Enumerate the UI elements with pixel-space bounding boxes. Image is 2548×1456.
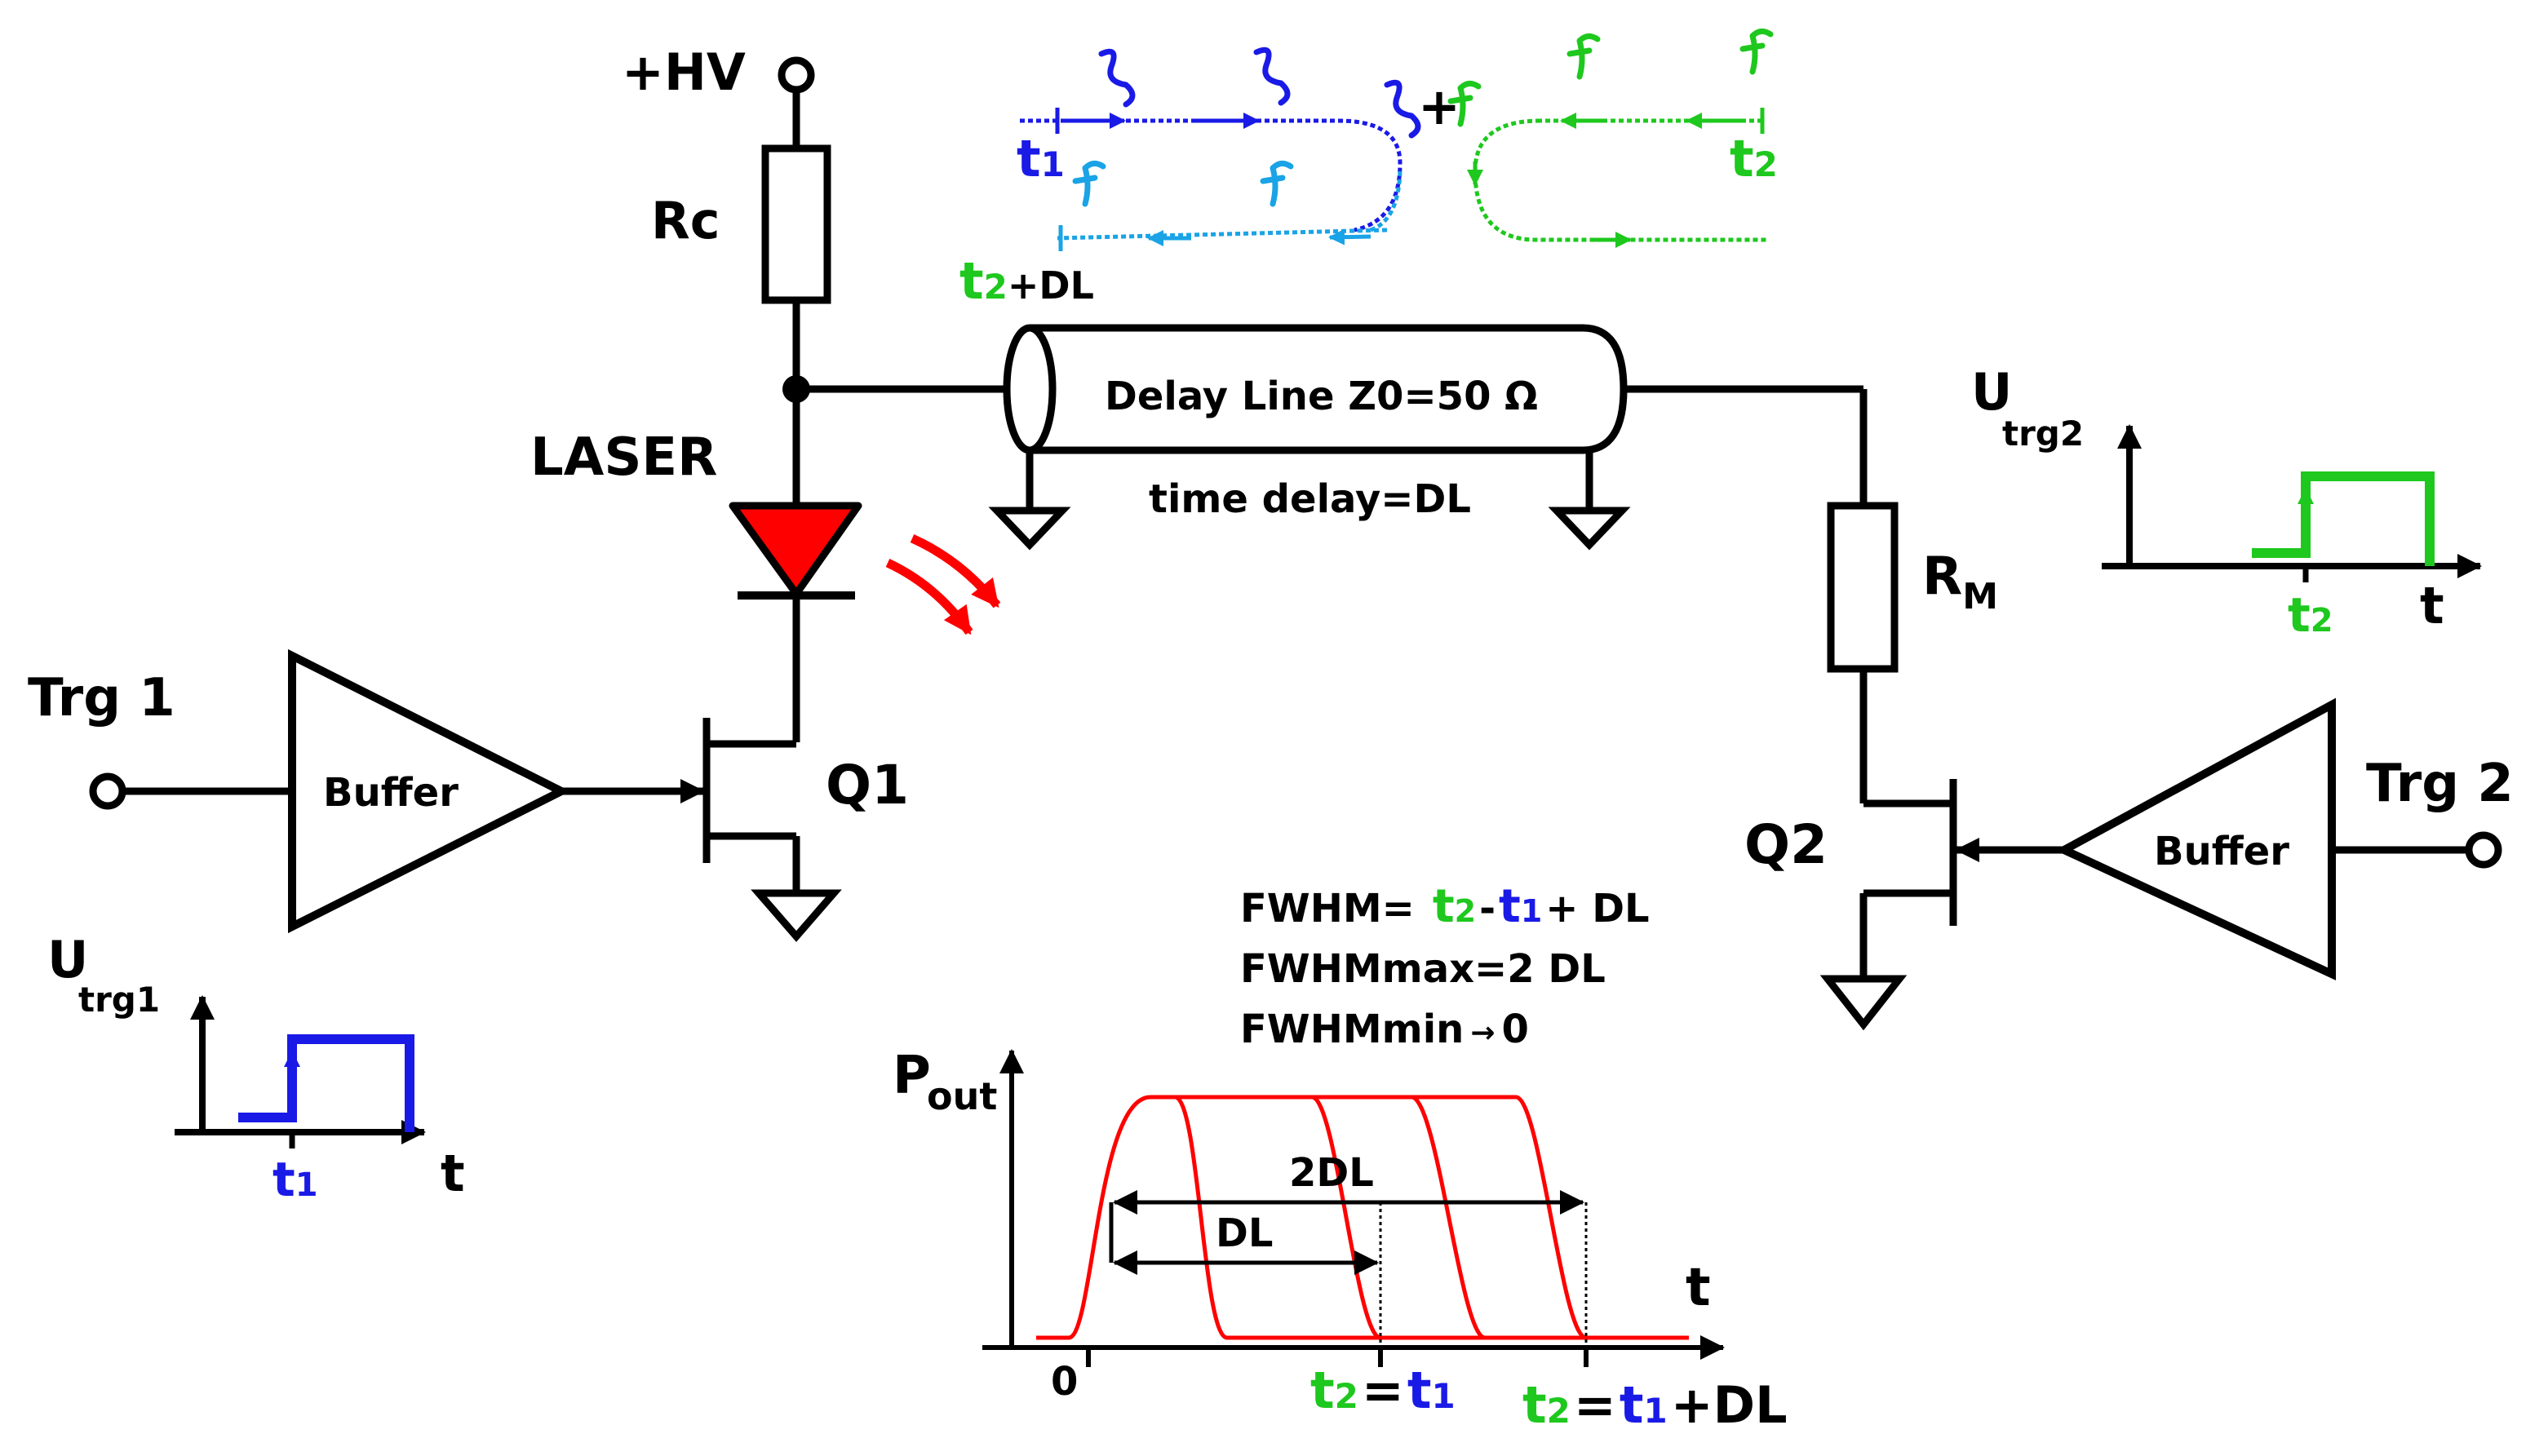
wave-green-reflect [1473, 118, 1769, 242]
time-delay-label: time delay=DL [1149, 476, 1471, 522]
buffer-1-label: Buffer [323, 770, 459, 816]
buffer-1: Buffer [288, 648, 705, 934]
q2-transistor [1819, 779, 1957, 1031]
rc-resistor [761, 90, 831, 506]
hv-terminal: +HV [622, 42, 815, 102]
wave-t1-label: t1 [1017, 129, 1065, 188]
dimension-2dl: 2DL [1113, 1150, 1584, 1215]
pout-p-label: P [893, 1046, 931, 1106]
pout-t-axis-label: t [1686, 1258, 1711, 1318]
wave-t2-label: t2 [1730, 129, 1778, 188]
two-dl-label: 2DL [1289, 1150, 1374, 1196]
trg2-label: Trg 2 [2366, 754, 2514, 814]
pout-pulses [1036, 1095, 1689, 1340]
pout-sub-label: out [927, 1074, 997, 1118]
trg1-terminal [89, 772, 292, 810]
wave-blue-reflect [1337, 118, 1403, 232]
utrg2-t2-label: t2 [2288, 587, 2333, 643]
t2-eq-t1-dl-label: t2=t1+DL [1522, 1375, 1788, 1435]
utrg1-t1-label: t1 [273, 1152, 318, 1207]
utrg2-plot: U trg2 t t2 [1971, 362, 2482, 643]
rc-label: Rc [651, 191, 720, 250]
laser-diode [729, 502, 862, 742]
utrg1-sub-label: trg1 [78, 980, 160, 1020]
utrg1-plot: U trg1 t t1 [47, 930, 465, 1207]
laser-label: LASER [530, 427, 717, 488]
utrg1-u-label: U [47, 930, 88, 989]
t2-eq-t1-label: t2=t1 [1310, 1361, 1456, 1420]
laser-emission-arrows [885, 533, 1001, 635]
delay-line [796, 324, 1863, 551]
trg1-label: Trg 1 [28, 668, 175, 728]
rm-label: RM [1922, 547, 1998, 617]
q1-transistor [702, 718, 842, 942]
wave-lightblue-back [1057, 228, 1388, 241]
wave-plus-label: + [1418, 77, 1460, 136]
fwhm-max-label: FWHMmax=2 DL [1240, 946, 1606, 992]
dl-label: DL [1216, 1210, 1273, 1256]
wave-sketch: + [1020, 29, 1774, 251]
pout-plot: P out t 0 2DL DL t2=t1 t2=t1+DL [893, 1046, 1788, 1435]
utrg2-sub-label: trg2 [2002, 414, 2084, 454]
utrg2-u-label: U [1971, 362, 2012, 422]
q2-label: Q2 [1744, 813, 1828, 876]
fwhm-min-label: FWHMmin→0 [1240, 1007, 1529, 1052]
wave-glyphs [1072, 29, 1774, 207]
q1-label: Q1 [826, 754, 909, 817]
wave-t2-dl-label: t2+DL [959, 251, 1094, 311]
dimension-dl: DL [1113, 1210, 1379, 1275]
pout-zero-label: 0 [1051, 1359, 1078, 1405]
hv-label: +HV [622, 42, 746, 102]
rm-resistor [1827, 389, 1899, 803]
buffer-2: Buffer [1955, 697, 2336, 980]
fwhm-formula: FWHM=t2-t1+ DL [1240, 880, 1650, 933]
delay-line-label: Delay Line Z0=50 Ω [1105, 374, 1538, 419]
trg2-terminal [2332, 831, 2502, 869]
utrg2-t-axis-label: t [2420, 576, 2444, 635]
utrg1-t-axis-label: t [441, 1144, 465, 1203]
buffer-2-label: Buffer [2154, 829, 2289, 874]
